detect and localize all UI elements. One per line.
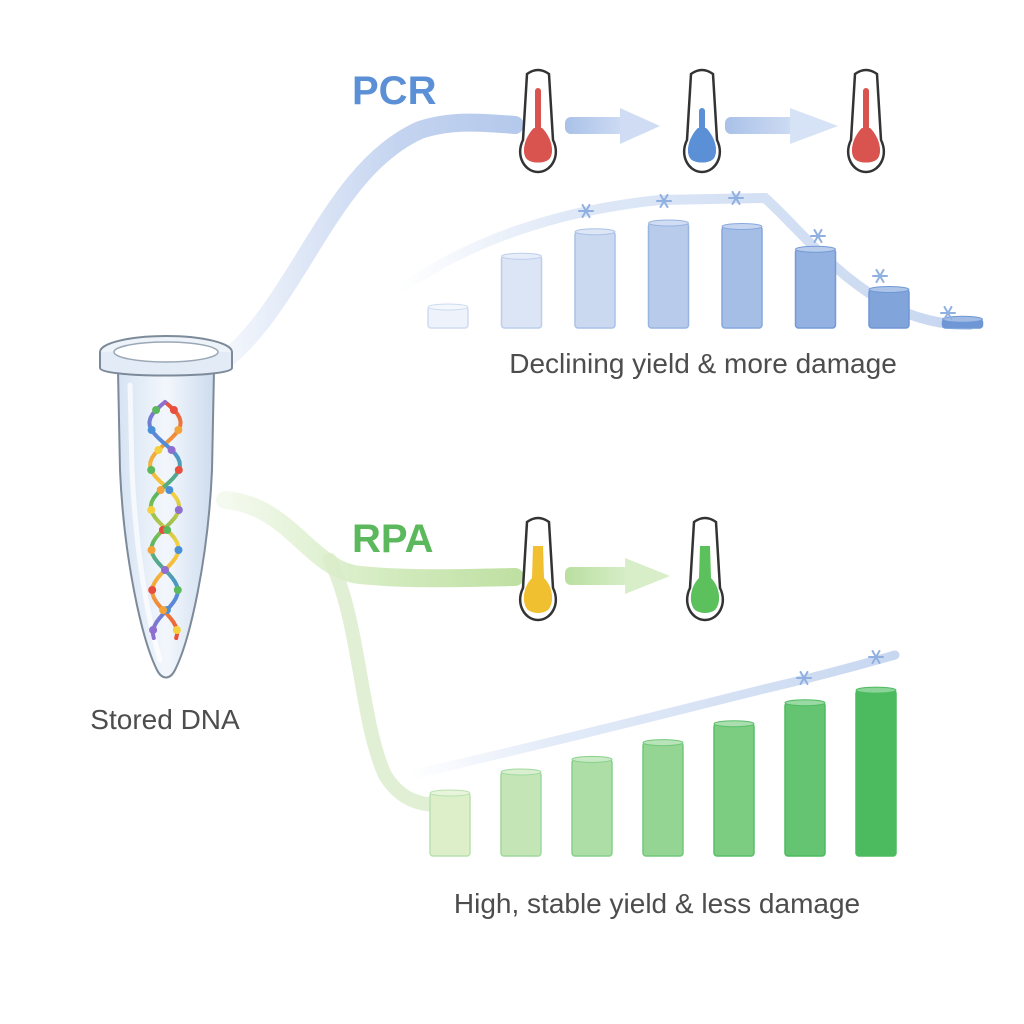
rpa-thermometer-group bbox=[518, 516, 725, 622]
rpa-label: RPA bbox=[352, 517, 433, 561]
yield-bar bbox=[721, 223, 763, 329]
thermometer-warm-icon bbox=[685, 516, 725, 622]
damage-marker-icon bbox=[868, 649, 884, 665]
rpa-arrow bbox=[565, 558, 670, 594]
yield-bar bbox=[427, 303, 469, 329]
pcr-flow-path bbox=[216, 113, 524, 369]
thermometer-cold-icon bbox=[682, 68, 722, 174]
pcr-yield-bars bbox=[427, 219, 984, 329]
thermometer-hot-icon bbox=[518, 68, 558, 174]
yield-bar bbox=[429, 789, 471, 857]
yield-bar bbox=[571, 755, 613, 857]
rpa-flow-path-down bbox=[323, 553, 447, 812]
rpa-flow-path bbox=[216, 491, 524, 588]
damage-marker-icon bbox=[872, 268, 888, 284]
rpa-yield-bars bbox=[429, 686, 897, 857]
yield-bar bbox=[642, 739, 684, 857]
dna-helix-icon bbox=[147, 400, 183, 640]
tube-icon bbox=[99, 335, 233, 679]
damage-marker-icon bbox=[578, 203, 594, 219]
damage-marker-icon bbox=[656, 193, 672, 209]
pcr-thermometer-group bbox=[518, 68, 886, 174]
thermometer-hot-icon bbox=[846, 68, 886, 174]
yield-bar bbox=[500, 768, 542, 857]
damage-marker-icon bbox=[810, 228, 826, 244]
yield-bar bbox=[855, 686, 897, 857]
yield-bar bbox=[500, 252, 543, 329]
pcr-arrow-1 bbox=[565, 108, 660, 144]
yield-bar bbox=[647, 219, 690, 329]
damage-marker-icon bbox=[940, 305, 956, 321]
pcr-arrow-2 bbox=[725, 108, 838, 144]
yield-bar bbox=[941, 315, 984, 329]
damage-markers bbox=[578, 190, 956, 686]
source-label: Stored DNA bbox=[90, 704, 240, 735]
yield-bar bbox=[574, 228, 616, 329]
yield-bar bbox=[713, 720, 755, 857]
yield-bar bbox=[794, 245, 837, 329]
pcr-caption: Declining yield & more damage bbox=[509, 348, 897, 379]
damage-marker-icon bbox=[796, 670, 812, 686]
yield-bar bbox=[784, 699, 826, 857]
rpa-damage-trend bbox=[405, 650, 900, 780]
damage-marker-icon bbox=[728, 190, 744, 206]
rpa-caption: High, stable yield & less damage bbox=[454, 888, 860, 919]
pcr-label: PCR bbox=[352, 69, 437, 113]
thermometer-warm-icon bbox=[518, 516, 558, 622]
yield-bar bbox=[868, 286, 910, 329]
